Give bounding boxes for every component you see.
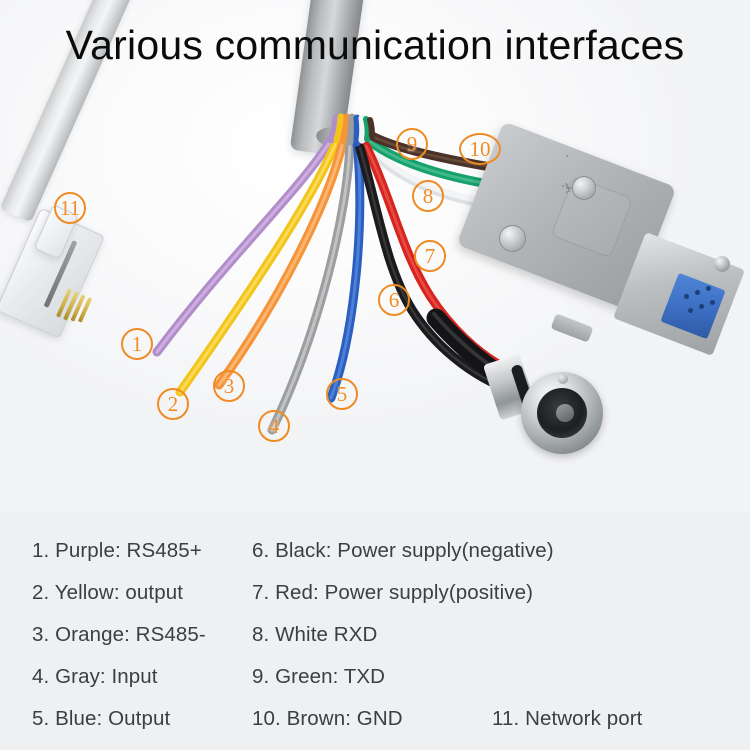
- db9-pin: [699, 304, 704, 309]
- callout-marker-11[interactable]: 11: [54, 192, 86, 224]
- wire-orange: [214, 136, 348, 390]
- legend-item-10: 10. Brown: GND: [252, 707, 403, 730]
- db9-pin: [710, 300, 715, 305]
- wire-orange-highlight: [217, 139, 345, 387]
- callout-marker-4[interactable]: 4: [258, 410, 290, 442]
- circular-connector-key: [556, 404, 574, 422]
- db9-hood-screw-upper-right: [566, 191, 568, 193]
- callout-marker-8[interactable]: 8: [412, 180, 444, 212]
- db9-hood-screw-top: [566, 155, 568, 157]
- callout-marker-7[interactable]: 7: [414, 240, 446, 272]
- db9-hood-screw: [562, 185, 564, 187]
- callout-marker-6[interactable]: 6: [378, 284, 410, 316]
- wire-yellow: [175, 135, 342, 397]
- legend-row: 2. Yellow: output 7. Red: Power supply(p…: [0, 572, 750, 614]
- legend-item-11: 11. Network port: [492, 707, 643, 730]
- legend-row: 4. Gray: Input 9. Green: TXD: [0, 656, 750, 698]
- db9-hood-flange: [550, 313, 594, 343]
- circular-connector-setscrew: [558, 374, 568, 384]
- db9-hood-screw-upper-left: [568, 188, 570, 190]
- wire-blue: [326, 138, 365, 403]
- wire-blue-highlight: [329, 141, 362, 400]
- db9-hood-screw: [499, 225, 526, 252]
- legend-item-2: 2. Yellow: output: [32, 581, 184, 604]
- legend-item-5: 5. Blue: Output: [32, 707, 171, 730]
- page-title: Various communication interfaces: [65, 22, 685, 68]
- legend-panel: 1. Purple: RS485+ 6. Black: Power supply…: [0, 512, 750, 750]
- legend-row: 3. Orange: RS485- 8. White RXD: [0, 614, 750, 656]
- db9-hood-screw-main: [570, 187, 572, 189]
- db9-hood-screw-c: [568, 190, 570, 192]
- db9-pin: [695, 290, 700, 295]
- callout-marker-3[interactable]: 3: [213, 370, 245, 402]
- db9-hood-screw-b: [567, 186, 569, 188]
- legend-item-8: 8. White RXD: [252, 623, 378, 646]
- callout-marker-5[interactable]: 5: [326, 378, 358, 410]
- wire-purple-highlight: [155, 138, 333, 354]
- legend-item-4: 4. Gray: Input: [32, 665, 158, 688]
- db9-hood-screw-secondary: [572, 176, 596, 200]
- callout-marker-1[interactable]: 1: [121, 328, 153, 360]
- wire-bundle-stub: [367, 117, 375, 139]
- db9-pin: [706, 286, 711, 291]
- callout-marker-2[interactable]: 2: [157, 388, 189, 420]
- legend-item-9: 9. Green: TXD: [252, 665, 386, 688]
- callout-marker-9[interactable]: 9: [396, 128, 428, 160]
- legend-row: 1. Purple: RS485+ 6. Black: Power supply…: [0, 530, 750, 572]
- db9-pin: [684, 294, 689, 299]
- product-photo: Various communication interfaces 11 1 2 …: [0, 0, 750, 512]
- wire-yellow-highlight: [178, 138, 339, 394]
- db9-pin: [688, 308, 693, 313]
- legend-row: 5. Blue: Output 10. Brown: GND 11. Netwo…: [0, 698, 750, 740]
- callout-marker-10[interactable]: 10: [459, 133, 501, 165]
- legend-item-7: 7. Red: Power supply(positive): [252, 581, 534, 604]
- legend-item-3: 3. Orange: RS485-: [32, 623, 206, 646]
- db9-jackscrew: [714, 256, 730, 272]
- legend-item-6: 6. Black: Power supply(negative): [252, 539, 554, 562]
- legend-item-1: 1. Purple: RS485+: [32, 539, 202, 562]
- db9-hood-upper-screw: [566, 184, 568, 186]
- wire-purple: [152, 135, 336, 357]
